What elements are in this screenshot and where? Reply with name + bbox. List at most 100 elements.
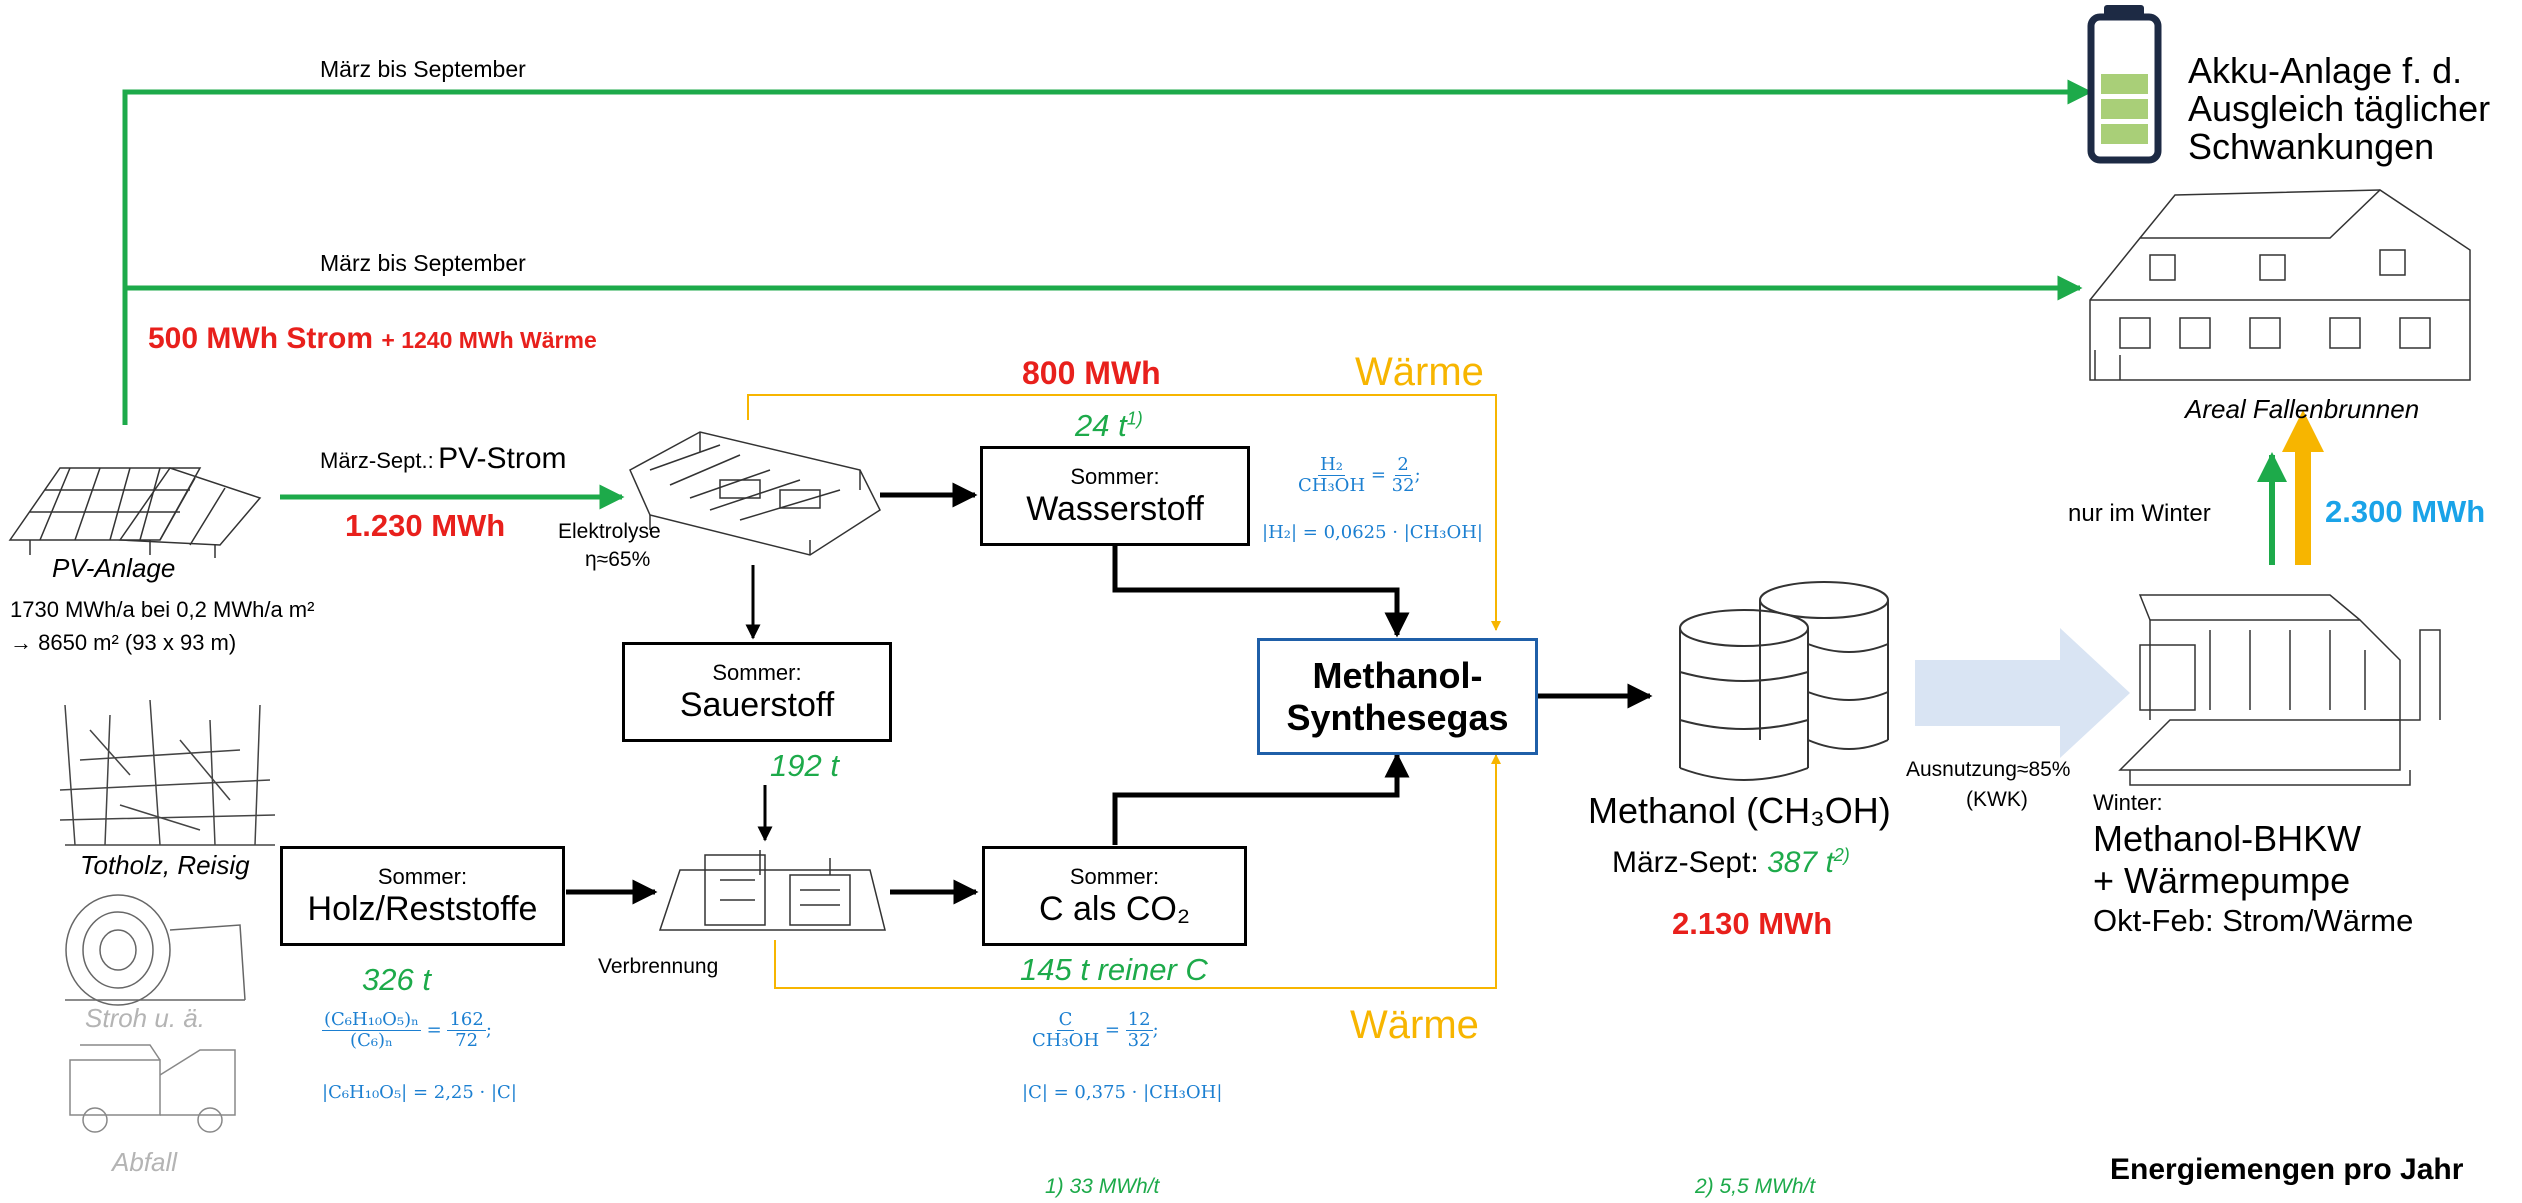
pv-route-label: März-Sept.: PV-Strom (320, 442, 567, 476)
oxygen-box: Sommer: Sauerstoff (622, 642, 892, 742)
pv-detail-1: 1730 MWh/a bei 0,2 MWh/a m² (10, 597, 315, 622)
usage-line1: Ausnutzung≈85% (1906, 758, 2071, 781)
heat-top-label: Wärme (1355, 350, 1484, 394)
wood-mass: 326 t (362, 962, 431, 997)
battery-label-line3: Schwankungen (2188, 125, 2435, 167)
route-top-label: März bis September (320, 56, 526, 82)
wood-box: Sommer: Holz/Reststoffe (280, 846, 565, 946)
methanol-barrels-icon (1679, 581, 1889, 781)
synthesis-line2: Synthesegas (1286, 696, 1509, 738)
hydrogen-formula-den2: 32 (1391, 474, 1415, 496)
methanol-mass-value: 387 t (1767, 846, 1834, 879)
footer-title: Energiemengen pro Jahr (2110, 1153, 2464, 1186)
pv-energy: 1.230 MWh (345, 508, 506, 543)
wood-formula-num: (C₆H₁₀O₅)ₙ (322, 1009, 421, 1031)
carbon-formula-den: CH₃OH (1032, 1029, 1100, 1051)
winter-supply-energy: 2.300 MWh (2325, 494, 2486, 529)
waste-truck-sketch-icon (69, 1044, 236, 1133)
carbon-box-title: C als CO₂ (1038, 889, 1191, 928)
bhkw-line3: Okt-Feb: Strom/Wärme (2093, 902, 2414, 938)
methanol-energy: 2.130 MWh (1672, 906, 1833, 941)
winter-orange-arrowhead (2282, 410, 2324, 452)
direct-supply-waerme: + 1240 MWh Wärme (381, 327, 597, 353)
carbon-box-season: Sommer: (1069, 863, 1160, 889)
house-sketch-icon (2089, 189, 2471, 381)
oxygen-box-title: Sauerstoff (679, 685, 835, 724)
hydrogen-box-title: Wasserstoff (1026, 489, 1204, 528)
combustion-plant-sketch-icon (658, 850, 886, 931)
wood-box-season: Sommer: (377, 863, 468, 889)
hydrogen-box: Sommer: Wasserstoff (980, 446, 1250, 546)
route-top-line (122, 79, 2093, 425)
pv-route-prefix: März-Sept.: (320, 448, 434, 473)
wood-formula-den2: 72 (455, 1029, 479, 1051)
battery-label-line2: Ausgleich täglicher (2188, 87, 2491, 129)
heat-top-energy: 800 MWh (1022, 355, 1161, 391)
pv-detail-2: → 8650 m² (93 x 93 m) (10, 630, 237, 655)
hydrogen-formula-line2: |H₂| = 0,0625 · |CH₃OH| (1262, 522, 1483, 543)
areal-label: Areal Fallenbrunnen (2185, 394, 2420, 424)
wood-formula-num2: 162 (447, 1009, 486, 1031)
oxygen-box-season: Sommer: (712, 659, 802, 685)
heat-bottom-line (774, 754, 1501, 989)
combustion-label: Verbrennung (598, 955, 719, 978)
methanol-mass: 387 t2) (1767, 845, 1850, 879)
biomass-stroh: Stroh u. ä. (85, 1003, 205, 1033)
synthesis-line1: Methanol- (1312, 655, 1483, 697)
wood-formula-den: (C₆)ₙ (350, 1029, 393, 1051)
footnote-2: 2) 5,5 MWh/t (1695, 1175, 1816, 1198)
bhkw-label: Methanol-BHKW + Wärmepumpe Okt-Feb: Stro… (2093, 818, 2413, 940)
route-mid-label: März bis September (320, 250, 526, 276)
direct-supply-strom: 500 MWh Strom (148, 322, 374, 355)
hydrogen-mass-note: 1) (1126, 408, 1143, 429)
winter-supply-label: nur im Winter (2068, 500, 2211, 527)
usage-line2: (KWK) (1966, 788, 2028, 811)
hydrogen-formula-num: H₂ (1318, 454, 1346, 476)
hydrogen-mass-value: 24 t (1075, 408, 1127, 443)
carbon-formula-num: C (1056, 1009, 1075, 1031)
synthesis-box: Methanol- Synthesegas (1257, 638, 1538, 755)
biomass-totholz: Totholz, Reisig (80, 850, 250, 880)
methanol-period-line: März-Sept: 387 t2) (1612, 845, 1850, 880)
wood-formula-tail: ; (485, 1019, 492, 1041)
electrolysis-sketch-icon (629, 431, 881, 556)
footnote-1: 1) 33 MWh/t (1045, 1175, 1160, 1198)
heat-top-line (747, 394, 1501, 631)
wood-formula-line2: |C₆H₁₀O₅| = 2,25 · |C| (322, 1082, 517, 1103)
methanol-period: März-Sept: (1612, 846, 1759, 879)
battery-icon (2087, 5, 2162, 164)
pv-route-main: PV-Strom (438, 442, 567, 475)
biomass-abfall: Abfall (112, 1147, 178, 1177)
bhkw-prefix: Winter: (2093, 790, 2163, 815)
heat-bottom-label: Wärme (1350, 1003, 1479, 1047)
oxygen-mass: 192 t (770, 748, 839, 783)
hydrogen-mass: 24 t1) (1075, 408, 1143, 444)
direct-supply-label: 500 MWh Strom + 1240 MWh Wärme (148, 322, 597, 356)
pv-panels-sketch-icon (8, 467, 262, 558)
battery-label: Akku-Anlage f. d. Ausgleich täglicher Sc… (2188, 52, 2490, 165)
electrolysis-efficiency: η≈65% (585, 548, 651, 571)
hydrogen-formula-tail: ; (1414, 464, 1421, 486)
methanol-to-bhkw-arrow (1915, 628, 2130, 758)
methanol-mass-note: 2) (1833, 845, 1850, 865)
bhkw-line1: Methanol-BHKW (2093, 818, 2362, 859)
carbon-to-synthesis-arrow (1112, 752, 1410, 845)
hydrogen-formula-num2: 2 (1395, 454, 1411, 476)
hydrogen-to-synthesis-arrow (1112, 545, 1410, 638)
carbon-formula-line2: |C| = 0,375 · |CH₃OH| (1022, 1082, 1223, 1103)
hydrogen-formula-den: CH₃OH (1298, 474, 1366, 496)
carbon-formula-tail: ; (1152, 1019, 1159, 1041)
carbon-box: Sommer: C als CO₂ (982, 846, 1247, 946)
straw-bale-sketch-icon (65, 894, 246, 1006)
carbon-mass: 145 t reiner C (1020, 952, 1208, 987)
wood-formula-fraction-1: (C₆H₁₀O₅)ₙ(C₆)ₙ (322, 1010, 421, 1051)
carbon-formula-den2: 32 (1127, 1029, 1151, 1051)
